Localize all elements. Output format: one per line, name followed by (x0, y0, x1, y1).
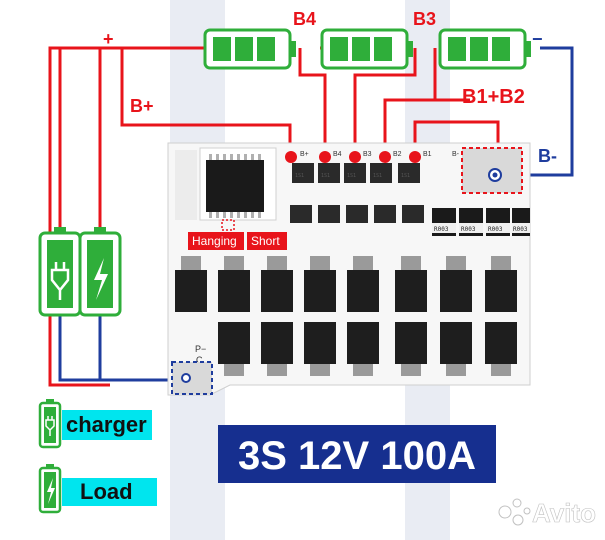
resistor-label-2: R003 (461, 226, 476, 233)
b-minus-label: B- (538, 146, 557, 166)
chip-label-1: 1S1 (295, 173, 304, 179)
minus-label: − (532, 29, 543, 49)
legend-charger-bg (62, 410, 152, 440)
wire-b-minus (495, 46, 574, 177)
p-minus-pad (171, 361, 213, 395)
legend-charger-text: charger (66, 412, 147, 437)
legend-plug-icon (45, 416, 55, 436)
hanging-label: Hanging (192, 234, 237, 248)
pad-label-b4: B4 (333, 151, 342, 158)
pad-b1 (409, 151, 421, 163)
cell-chip-row (292, 163, 420, 183)
lightning-icon (94, 258, 108, 300)
pad-b2 (379, 151, 391, 163)
wire-b2 (383, 48, 437, 152)
plug-icon (50, 262, 70, 300)
resistor-label-3: R003 (488, 226, 503, 233)
mosfet-row-lower (218, 322, 517, 364)
wire-charger-negative (58, 315, 185, 382)
b-minus-pad-label: B- (452, 151, 460, 158)
current-sense-resistors (432, 208, 530, 236)
wire-b1 (413, 120, 500, 152)
b4-label: B4 (293, 9, 316, 29)
pad-label-b1: B1 (423, 151, 432, 158)
legend-load-text: Load (80, 479, 133, 504)
title-text: 3S 12V 100A (238, 434, 476, 478)
wire-b-plus (120, 48, 292, 152)
short-tag (247, 232, 287, 250)
watermark-text: Avito (532, 498, 596, 528)
short-label: Short (251, 234, 280, 248)
resistor-label-1: R003 (434, 226, 449, 233)
title-banner: 3S 12V 100A (218, 425, 496, 483)
plus-label: + (103, 29, 114, 49)
pad-bplus (285, 151, 297, 163)
resistor-label-4: R003 (513, 226, 528, 233)
wire-positive-main (48, 46, 205, 387)
load-symbol (78, 227, 122, 317)
chip-label-2: 1S1 (321, 173, 330, 179)
blue-wires (58, 46, 574, 382)
solder-points (285, 151, 421, 163)
battery-cell-1 (203, 28, 296, 70)
pad-b3 (349, 151, 361, 163)
legend-charger: charger (38, 399, 152, 449)
c-label: C (196, 355, 203, 365)
pad-label-b3: B3 (363, 151, 372, 158)
legend-load: Load (38, 464, 157, 514)
b3-label: B3 (413, 9, 436, 29)
battery-cell-2 (320, 28, 413, 70)
chip-label-3: 1S1 (347, 173, 356, 179)
pad-b4 (319, 151, 331, 163)
hanging-tag (188, 232, 244, 250)
control-ic (206, 160, 264, 212)
charger-symbol (38, 227, 82, 317)
b1-b2-label: B1+B2 (462, 86, 525, 108)
chip-label-4: 1S1 (373, 173, 382, 179)
legend-lightning-icon (47, 478, 55, 504)
pad-label-b2: B2 (393, 151, 402, 158)
avito-watermark: Avito (498, 498, 596, 528)
mosfet-row-upper (175, 270, 517, 312)
pcb-board: 1S1 1S1 1S1 1S1 1S1 B+ B4 B3 B2 B1 B- (167, 142, 531, 396)
p-minus-label: P− (195, 344, 206, 354)
legend-load-bg (62, 478, 157, 506)
battery-cell-3 (438, 28, 531, 70)
wire-b3 (353, 48, 417, 152)
chip-label-5: 1S1 (401, 173, 410, 179)
b-plus-label: B+ (130, 96, 154, 116)
pad-label-bplus: B+ (300, 151, 309, 158)
wire-b4 (298, 48, 327, 152)
